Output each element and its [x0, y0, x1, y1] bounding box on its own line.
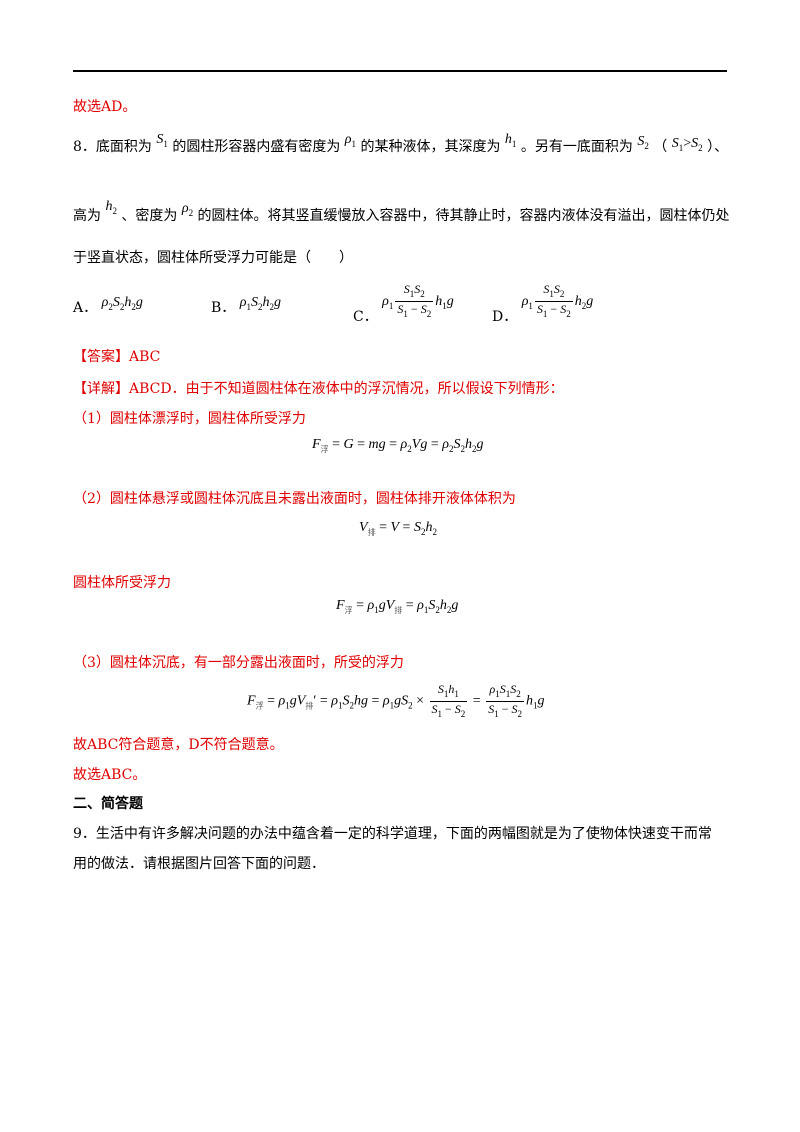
symbol-rho1: ρ1: [344, 132, 357, 149]
case-2: （2）圆柱体悬浮或圆柱体沉底且未露出液面时，圆柱体排开液体体积为: [73, 491, 516, 507]
question-9-line-1: 9．生活中有许多解决问题的办法中蕴含着一定的科学道理，下面的两幅图就是为了使物体…: [73, 826, 712, 842]
question-number: 8．: [73, 139, 96, 155]
option-b-formula: ρ1S2h2g: [239, 295, 281, 312]
detail-head: 【详解】ABCD．由于不知道圆柱体在液体中的浮沉情况，所以假设下列情形：: [73, 381, 564, 397]
previous-answer: 故选AD。: [73, 99, 137, 115]
question-8-line-2: 高为 h2 、密度为 ρ2 的圆柱体。将其竖直缓慢放入容器中，待其静止时，容器内…: [73, 199, 730, 224]
symbol-h1: h1: [504, 132, 517, 149]
symbol-s2: S2: [637, 134, 649, 151]
question-8-line-3: 于竖直状态，圆柱体所受浮力可能是（ ）: [73, 250, 353, 266]
equation-2: V排 = V = S2h2: [359, 520, 437, 537]
symbol-h2: h2: [105, 199, 117, 216]
case-2-force: 圆柱体所受浮力: [73, 575, 171, 591]
equation-1: F浮 = G = mg = ρ2Vg = ρ2S2h2g: [312, 437, 484, 454]
header-rule: [73, 70, 727, 72]
symbol-s1: S1: [156, 132, 168, 149]
condition-s1-gt-s2: S1>S2: [671, 136, 703, 153]
question-9-line-2: 用的做法．请根据图片回答下面的问题．: [73, 856, 325, 872]
conclusion: 故ABC符合题意，D不符合题意。: [73, 737, 284, 753]
symbol-rho2: ρ2: [181, 201, 194, 218]
final-answer: 故选ABC。: [73, 767, 147, 783]
answer-label: 【答案】ABC: [73, 349, 161, 365]
question-8-line-1: 8．底面积为 S1 的圆柱形容器内盛有密度为 ρ1 的某种液体，其深度为 h1 …: [73, 132, 729, 155]
section-2-title: 二、简答题: [73, 796, 143, 812]
option-a-formula: ρ2S2h2g: [101, 295, 143, 312]
option-b[interactable]: B． ρ1S2h2g: [211, 295, 281, 316]
case-3: （3）圆柱体沉底，有一部分露出液面时，所受的浮力: [73, 655, 404, 671]
equation-3: F浮 = ρ1gV排 = ρ1S2h2g: [336, 598, 459, 615]
case-1: （1）圆柱体漂浮时，圆柱体所受浮力: [73, 411, 306, 427]
option-a[interactable]: A． ρ2S2h2g: [73, 295, 143, 316]
